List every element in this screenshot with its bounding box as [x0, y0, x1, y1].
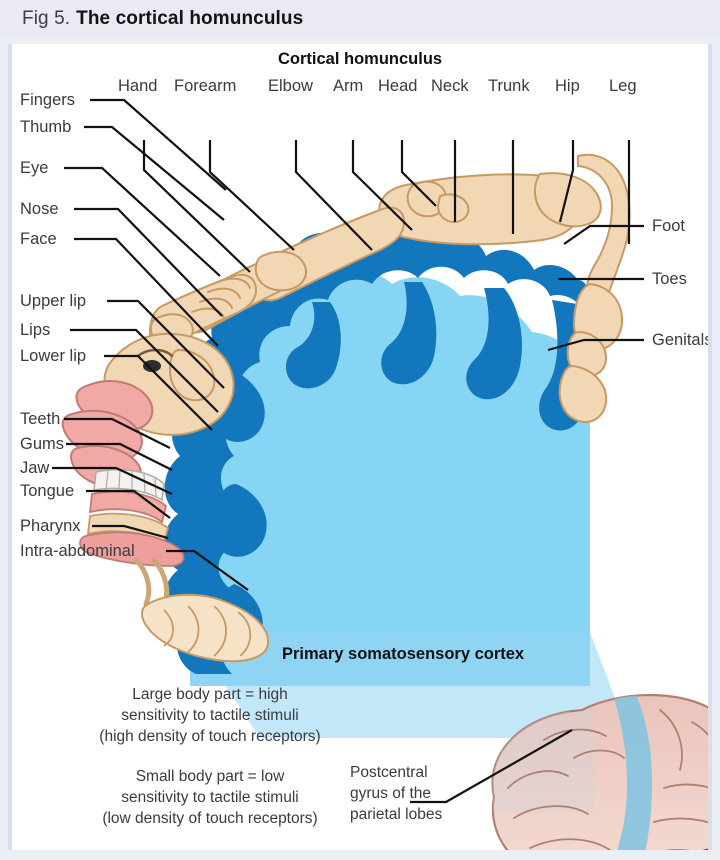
cortex-gyrus-notch-2 [381, 282, 437, 385]
homunculus-hip [534, 172, 602, 228]
homunculus-neck [436, 193, 470, 224]
homunculus-teeth [93, 468, 165, 502]
label-lower-lip: Lower lip [20, 347, 87, 365]
leader-line-brain [410, 729, 573, 804]
label-gums: Gums [20, 435, 65, 453]
homunculus-head-small [406, 180, 448, 218]
label-tongue: Tongue [20, 482, 75, 500]
diagram-canvas: Cortical homunculus Hand Forearm Elbow A… [12, 44, 708, 850]
canvas-border-left [8, 44, 12, 850]
homunculus-genitals [558, 364, 608, 423]
label-forearm: Forearm [174, 77, 237, 95]
cortex-gyrus-notch-3 [466, 288, 523, 400]
homunculus-tongue [79, 531, 185, 567]
label-head: Head [378, 77, 418, 95]
label-hip: Hip [555, 77, 580, 95]
homunculus-elbow [254, 250, 307, 292]
cortex-heading: Primary somatosensory cortex [282, 645, 525, 663]
label-teeth: Teeth [20, 410, 61, 428]
label-hand: Hand [118, 77, 158, 95]
label-trunk: Trunk [488, 77, 530, 95]
homunculus-fingers [191, 277, 251, 319]
cortex-funnel-band [190, 632, 590, 686]
note-large-body-part: Large body part = high sensitivity to ta… [99, 686, 321, 745]
cortex-gyrus-notch-6 [210, 484, 267, 557]
homunculus-illustration [52, 98, 708, 850]
label-pharynx: Pharynx [20, 517, 81, 535]
label-eye: Eye [20, 159, 49, 177]
brain-illustration [491, 693, 708, 850]
homunculus-intra-abdominal [141, 593, 270, 663]
homunculus-nose [168, 348, 216, 402]
label-intra-abdominal: Intra-abdominal [20, 542, 135, 560]
figure-number: Fig 5. [22, 8, 71, 29]
figure-header: Fig 5. The cortical homunculus [0, 0, 720, 38]
brain-sulci [507, 709, 708, 850]
figure-title: The cortical homunculus [76, 8, 304, 29]
label-jaw: Jaw [20, 459, 50, 477]
label-neck: Neck [431, 77, 469, 95]
note-small-body-part: Small body part = low sensitivity to tac… [102, 768, 318, 827]
label-postcentral-gyrus: Postcentral gyrus of the parietal lobes [350, 764, 443, 823]
cerebellum [703, 848, 708, 850]
label-lips: Lips [20, 321, 51, 339]
label-leg: Leg [609, 77, 637, 95]
canvas-border-right [708, 44, 712, 850]
label-arm: Arm [333, 77, 364, 95]
label-fingers: Fingers [20, 91, 76, 109]
cortex-gyrus-notch-1 [285, 302, 341, 389]
main-heading: Cortical homunculus [278, 50, 443, 68]
label-thumb: Thumb [20, 118, 72, 136]
leader-lines-top [142, 140, 631, 273]
leader-lines-left [52, 98, 249, 591]
label-foot: Foot [652, 217, 686, 235]
leader-lines-right [547, 224, 644, 352]
label-toes: Toes [652, 270, 687, 288]
postcentral-gyrus-highlight [604, 695, 653, 850]
label-elbow: Elbow [268, 77, 313, 95]
label-upper-lip: Upper lip [20, 292, 87, 310]
brain-outline [491, 693, 708, 850]
intestine-coils [163, 605, 252, 657]
label-genitals: Genitals [652, 331, 708, 349]
label-nose: Nose [20, 200, 59, 218]
label-face: Face [20, 230, 57, 248]
homunculus-eye [143, 360, 161, 372]
